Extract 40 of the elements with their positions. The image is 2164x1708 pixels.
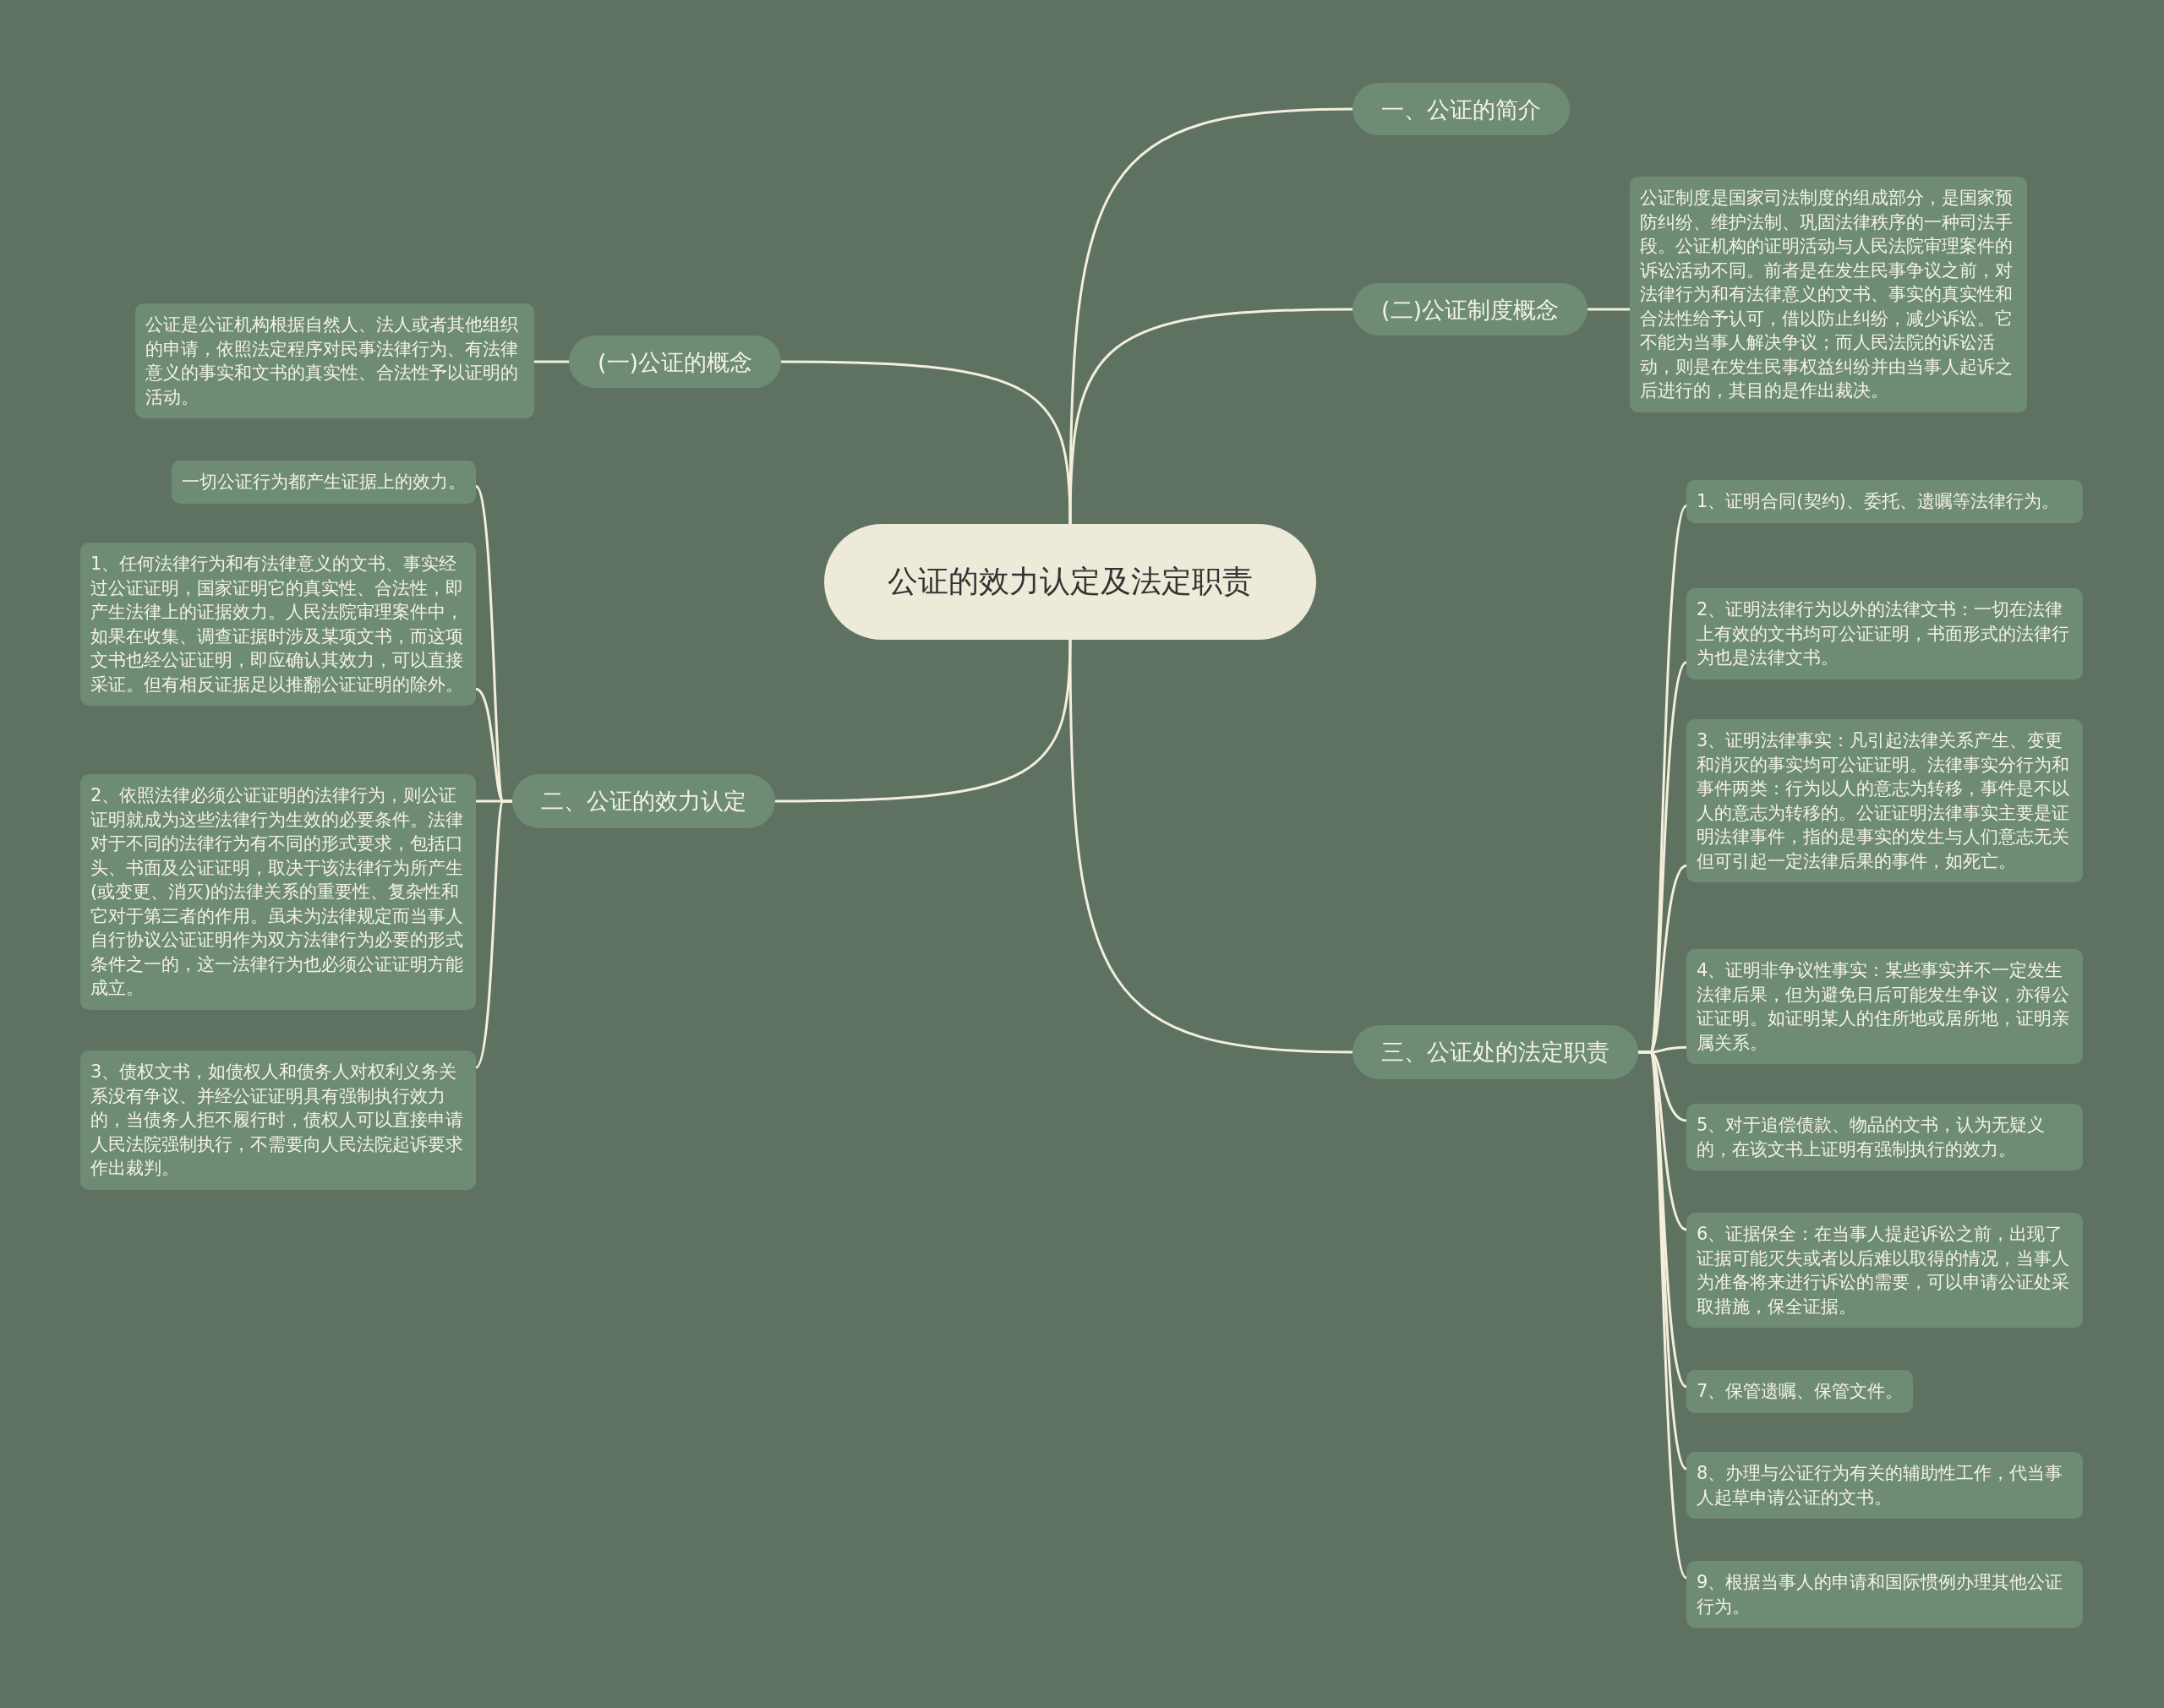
- node-text: 公证制度是国家司法制度的组成部分，是国家预防纠纷、维护法制、巩固法律秩序的一种司法手段。公证机构的证明活动与人民法院审理案件的诉讼活动不同。前者是在发生民事争议之前，对法律行为和有法律意义的文书、事实的真实性和合法性给予认可，借以防止纠纷，减少诉讼。它不能为当事人解决争议；而人民法院的诉讼活动，则是在发生民事权益纠纷并由当事人起诉之后进行的，其目的是作出裁决。: [1640, 188, 2013, 401]
- connector-line: [775, 639, 1072, 803]
- note-box: [1686, 588, 2083, 679]
- node-text: 三、公证处的法定职责: [1381, 1039, 1609, 1065]
- node-text: 一切公证行为都产生证据上的效力。: [182, 472, 466, 492]
- node-text: 9、根据当事人的申请和国际惯例办理其他公证行为。: [1697, 1572, 2063, 1617]
- note-box: [172, 461, 476, 504]
- node-text: 6、证据保全：在当事人提起诉讼之前，出现了证据可能灭失或者以后难以取得的情况，当事人为准备将来进行诉讼的需要，可以申请公证处采取措施，保全证据。: [1697, 1224, 2069, 1317]
- node-text: 7、保管遗嘱、保管文件。: [1697, 1381, 1904, 1401]
- connector-line: [1587, 308, 1630, 311]
- node-text: 2、依照法律必须公证证明的法律行为，则公证证明就成为这些法律行为生效的必要条件。法律对于不同的法律行为有不同的形式要求，包括口头、书面及公证证明，取决于该法律行为所产生(或变更、消灭)的法律关系的重要性、复杂性和它对于第三者的作用。虽未为法律规定而当事人自行协议公证证明作为双方法律行为必要的形式条件之一的，这一法律行为也必须公证证明方能成立。: [90, 785, 463, 999]
- node-text: 3、证明法律事实：凡引起法律关系产生、变更和消灭的事实均可公证证明。法律事实分行为和事件两类：行为以人的意志为转移，事件是不以人的意志为转移的。公证证明法律事实主要是证明法律事件，指的是事实的发生与人们意志无关但可引起一定法律后果的事件，如死亡。: [1697, 730, 2069, 871]
- node-text: (一)公证的概念: [598, 349, 753, 375]
- note-box: [1686, 480, 2083, 523]
- note-box: [1686, 1104, 2083, 1171]
- node-text: 3、债权文书，如债权人和债务人对权利义务关系没有争议、并经公证证明具有强制执行效力的，当债务人拒不履行时，债权人可以直接申请人民法院强制执行，不需要向人民法院起诉要求作出裁判。: [90, 1061, 463, 1179]
- note-box: [1686, 1213, 2083, 1329]
- note-box: [1686, 949, 2083, 1065]
- node-text: 公证的效力认定及法定职责: [888, 563, 1253, 601]
- node-text: 5、对于追偿债款、物品的文书，认为无疑义的，在该文书上证明有强制执行的效力。: [1697, 1115, 2046, 1160]
- node-text: 二、公证的效力认定: [541, 788, 746, 814]
- note-box: [1686, 1370, 1914, 1413]
- note-box: [1686, 1561, 2083, 1629]
- connector-line: [781, 360, 1072, 525]
- node-text: 2、证明法律行为以外的法律文书：一切在法律上有效的文书均可公证证明，书面形式的法律行为也是法律文书。: [1697, 599, 2069, 668]
- connector-line: [534, 360, 569, 363]
- note-box: [80, 543, 476, 707]
- node-text: 1、任何法律行为和有法律意义的文书、事实经过公证证明，国家证明它的真实性、合法性，即产生法律上的证据效力。人民法院审理案件中，如果在收集、调查证据时涉及某项文书，而这项文书也经公证证明，即应确认其效力，可以直接采证。但有相反证据足以推翻公证证明的除外。: [90, 554, 463, 695]
- node-text: 公证是公证机构根据自然人、法人或者其他组织的申请，依照法定程序对民事法律行为、有法律意义的事实和文书的真实性、合法性予以证明的活动。: [145, 314, 518, 407]
- connector-line: [1068, 640, 1353, 1054]
- node-text: 4、证明非争议性事实：某些事实并不一定发生法律后果，但为避免日后可能发生争议，亦得公证证明。如证明某人的住所地或居所地，证明亲属关系。: [1697, 960, 2069, 1053]
- node-text: (二)公证制度概念: [1381, 297, 1560, 323]
- note-box: [135, 303, 534, 419]
- node-text: 8、办理与公证行为有关的辅助性工作，代当事人起草申请公证的文书。: [1697, 1463, 2063, 1508]
- node-text: 1、证明合同(契约)、委托、遗嘱等法律行为。: [1697, 491, 2059, 511]
- node-text: 一、公证的简介: [1381, 96, 1541, 123]
- connector-line: [474, 799, 512, 1068]
- note-box: [1686, 1452, 2083, 1520]
- note-box: [1686, 719, 2083, 883]
- note-box: [80, 1050, 476, 1190]
